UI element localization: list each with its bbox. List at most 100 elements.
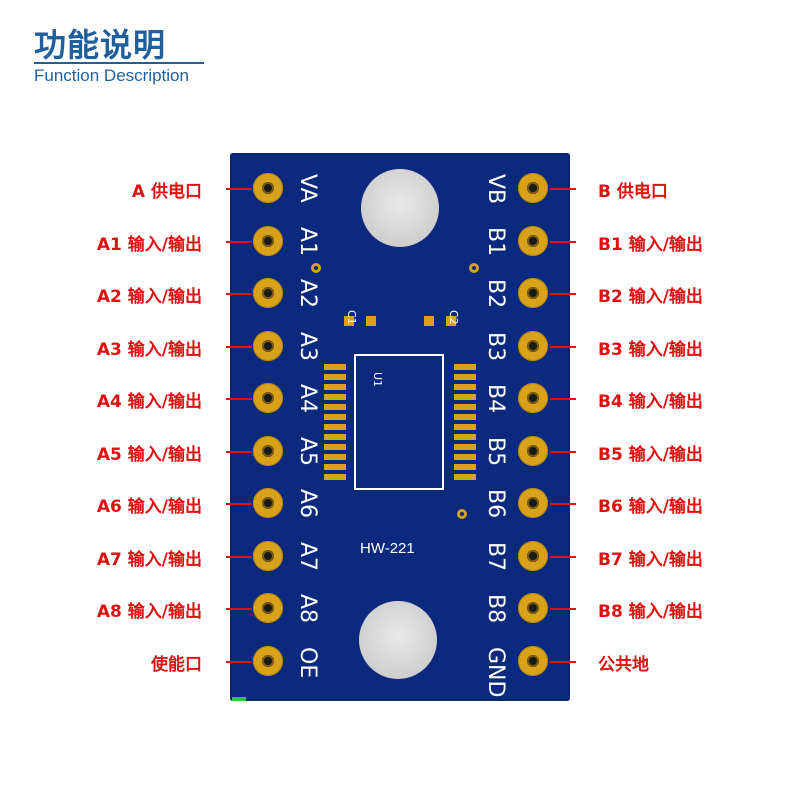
chip-pin bbox=[454, 384, 476, 390]
page-subtitle: Function Description bbox=[34, 66, 189, 85]
pin-pad-left bbox=[253, 226, 283, 256]
chip-pin bbox=[454, 454, 476, 460]
pointer-line-right bbox=[550, 556, 576, 558]
pointer-line-right bbox=[550, 346, 576, 348]
pin-pad-left bbox=[253, 436, 283, 466]
chip-pin bbox=[454, 474, 476, 480]
chip-pin bbox=[324, 384, 346, 390]
silk-label-right: B4 bbox=[483, 384, 508, 414]
chip-pin bbox=[324, 394, 346, 400]
cap-c1-pad bbox=[366, 316, 376, 326]
pointer-line-left bbox=[226, 451, 252, 453]
pin-pad-right bbox=[518, 278, 548, 308]
board-model-label: HW-221 bbox=[360, 540, 415, 557]
pointer-line-left bbox=[226, 241, 252, 243]
pointer-line-left bbox=[226, 188, 252, 190]
cap-c1-label: C1 bbox=[345, 310, 358, 325]
function-label-right: B1 输入/输出 bbox=[598, 235, 703, 255]
function-label-right: B6 输入/输出 bbox=[598, 497, 703, 517]
silk-label-right: B7 bbox=[483, 542, 508, 572]
silk-label-left: A2 bbox=[295, 279, 320, 309]
chip-pin bbox=[324, 364, 346, 370]
chip-pin bbox=[454, 414, 476, 420]
pointer-line-left bbox=[226, 503, 252, 505]
silk-label-right: B5 bbox=[483, 437, 508, 467]
cap-c2-pad bbox=[446, 316, 456, 326]
pin-pad-right bbox=[518, 593, 548, 623]
cap-c2-label: C2 bbox=[447, 310, 460, 325]
pin-pad-right bbox=[518, 383, 548, 413]
silk-label-left: A5 bbox=[295, 437, 320, 467]
chip-pin bbox=[454, 394, 476, 400]
pin-pad-left bbox=[253, 646, 283, 676]
function-label-left: A2 输入/输出 bbox=[96, 287, 202, 307]
page-title: 功能说明 bbox=[34, 26, 167, 64]
function-label-left: A8 输入/输出 bbox=[96, 602, 202, 622]
chip-pin bbox=[324, 474, 346, 480]
pointer-line-right bbox=[550, 188, 576, 190]
pointer-line-right bbox=[550, 661, 576, 663]
pin-pad-left bbox=[253, 173, 283, 203]
pointer-line-right bbox=[550, 398, 576, 400]
function-label-right: 公共地 bbox=[598, 655, 649, 675]
pin-pad-right bbox=[518, 173, 548, 203]
mounting-hole-bottom bbox=[359, 601, 437, 679]
mounting-hole-top bbox=[361, 169, 439, 247]
pin-pad-right bbox=[518, 226, 548, 256]
chip-u1-outline bbox=[354, 354, 444, 490]
pin-pad-left bbox=[253, 383, 283, 413]
pin-pad-right bbox=[518, 646, 548, 676]
function-label-left: A7 输入/输出 bbox=[96, 550, 202, 570]
chip-pin bbox=[454, 434, 476, 440]
function-label-left: A1 输入/输出 bbox=[96, 235, 202, 255]
chip-pin bbox=[454, 404, 476, 410]
silk-label-right: B2 bbox=[483, 279, 508, 309]
silk-label-left: A1 bbox=[295, 227, 320, 257]
function-label-right: B4 输入/输出 bbox=[598, 392, 703, 412]
silk-label-left: A4 bbox=[295, 384, 320, 414]
corner-marker bbox=[232, 697, 246, 701]
chip-pin bbox=[454, 424, 476, 430]
chip-pin bbox=[454, 444, 476, 450]
cap-c1-pad bbox=[344, 316, 354, 326]
silk-label-left: VA bbox=[295, 174, 320, 203]
pin-pad-left bbox=[253, 593, 283, 623]
pointer-line-left bbox=[226, 293, 252, 295]
function-label-left: 使能口 bbox=[151, 655, 202, 675]
cap-c2-pad bbox=[424, 316, 434, 326]
silk-label-right: B3 bbox=[483, 332, 508, 362]
function-label-right: B7 输入/输出 bbox=[598, 550, 703, 570]
chip-pin bbox=[324, 404, 346, 410]
chip-pin bbox=[324, 374, 346, 380]
via bbox=[311, 263, 321, 273]
function-label-right: B5 输入/输出 bbox=[598, 445, 703, 465]
silk-label-left: A7 bbox=[295, 542, 320, 572]
chip-pin bbox=[324, 414, 346, 420]
chip-u1-label: U1 bbox=[371, 372, 384, 388]
pin-pad-right bbox=[518, 541, 548, 571]
pin-pad-right bbox=[518, 488, 548, 518]
silk-label-right: B1 bbox=[483, 227, 508, 257]
pointer-line-left bbox=[226, 346, 252, 348]
silk-label-right: B6 bbox=[483, 489, 508, 519]
function-label-left: A5 输入/输出 bbox=[96, 445, 202, 465]
via bbox=[469, 263, 479, 273]
pin-pad-right bbox=[518, 436, 548, 466]
chip-pin bbox=[324, 444, 346, 450]
via bbox=[457, 509, 467, 519]
function-label-right: B2 输入/输出 bbox=[598, 287, 703, 307]
pointer-line-right bbox=[550, 241, 576, 243]
chip-pin bbox=[324, 434, 346, 440]
chip-pin bbox=[324, 464, 346, 470]
chip-pin bbox=[454, 464, 476, 470]
function-label-left: A4 输入/输出 bbox=[96, 392, 202, 412]
function-label-right: B8 输入/输出 bbox=[598, 602, 703, 622]
pin-pad-left bbox=[253, 488, 283, 518]
pointer-line-left bbox=[226, 398, 252, 400]
pointer-line-right bbox=[550, 608, 576, 610]
pointer-line-left bbox=[226, 608, 252, 610]
chip-pin bbox=[324, 454, 346, 460]
silk-label-right: B8 bbox=[483, 594, 508, 624]
pointer-line-left bbox=[226, 661, 252, 663]
silk-label-left: A8 bbox=[295, 594, 320, 624]
